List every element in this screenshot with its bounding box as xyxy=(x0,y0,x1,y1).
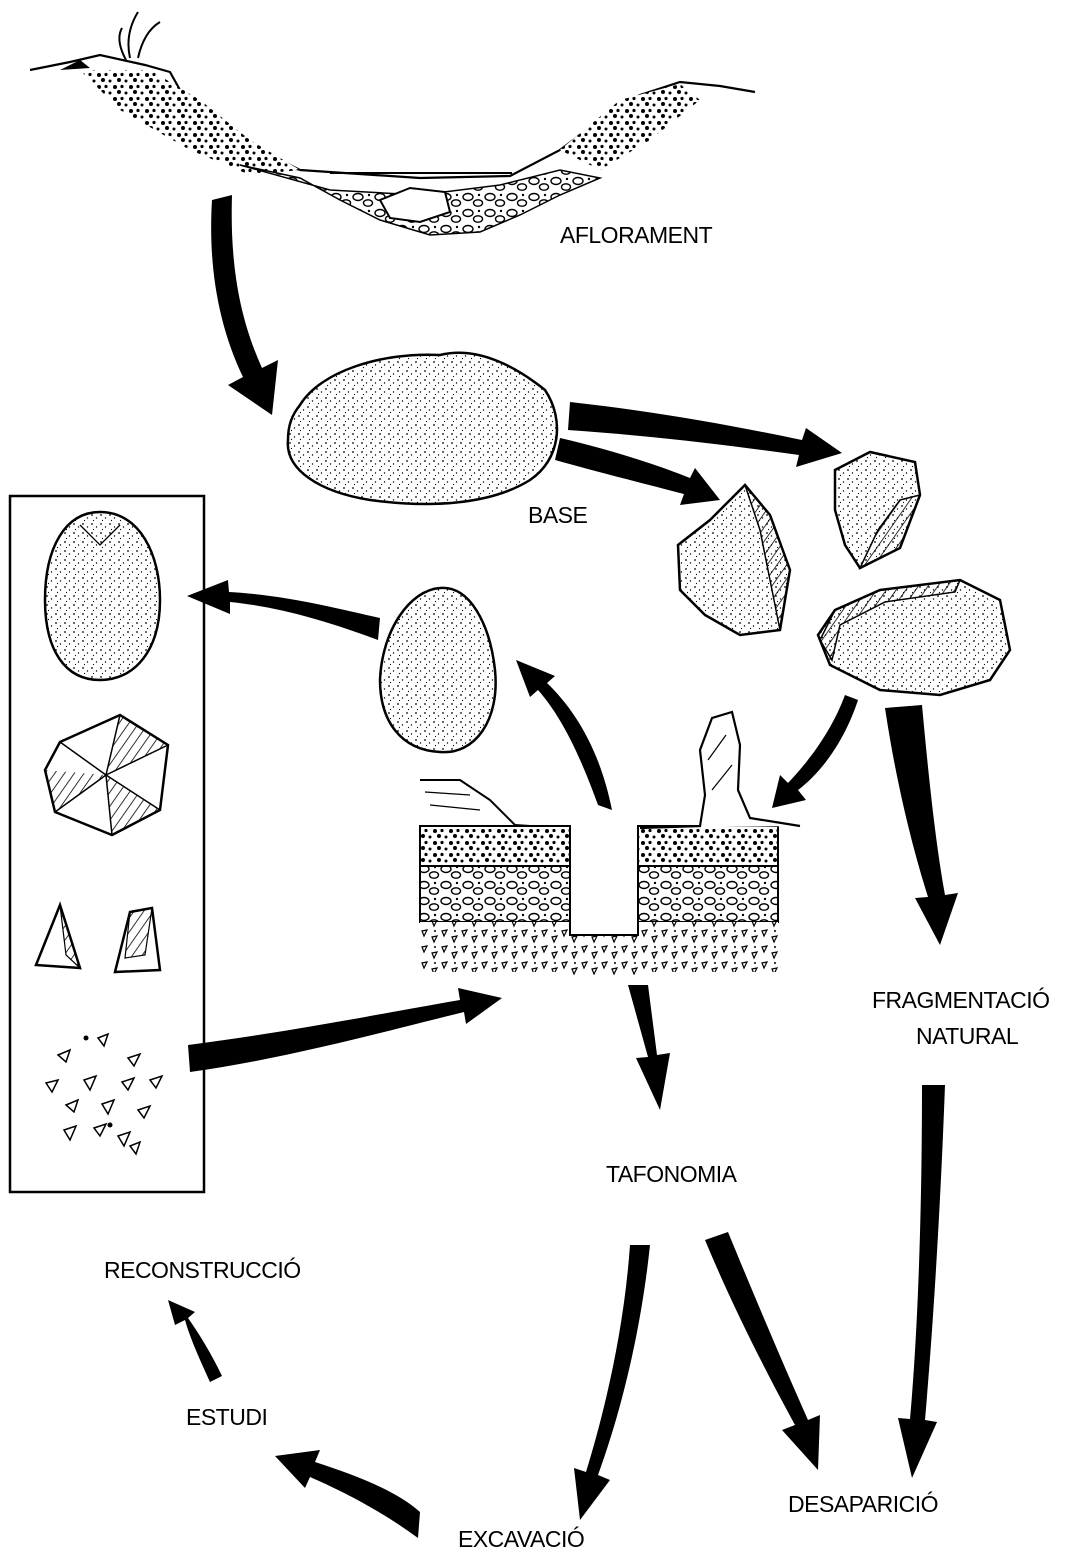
arrow-panel-to-excavation xyxy=(188,988,502,1072)
label-reconstruccio: RECONSTRUCCIÓ xyxy=(104,1257,301,1283)
panel-debris xyxy=(46,1034,162,1154)
label-aflorament: AFLORAMENT xyxy=(560,222,713,248)
pebble-tool xyxy=(380,588,496,752)
arrow-tafonomia-to-excavacio xyxy=(574,1245,650,1520)
base-nodule xyxy=(288,353,557,504)
label-excavacio: EXCAVACIÓ xyxy=(458,1526,584,1552)
fragment-large xyxy=(818,580,1010,695)
label-tafonomia: TAFONOMIA xyxy=(606,1161,738,1187)
fragment-small-top xyxy=(835,452,920,568)
reconstruction-panel xyxy=(10,496,204,1192)
fragment-middle xyxy=(678,485,790,635)
label-estudi: ESTUDI xyxy=(186,1404,267,1430)
panel-core xyxy=(45,715,168,835)
panel-flake-left xyxy=(36,905,80,968)
excavation-section xyxy=(420,712,800,975)
label-desaparicio: DESAPARICIÓ xyxy=(788,1491,938,1517)
label-fragmentacio-line2: NATURAL xyxy=(916,1023,1019,1049)
arrow-tafonomia-to-desaparicio xyxy=(705,1232,820,1470)
arrow-fragment-to-fragmentacio xyxy=(885,705,958,945)
arrow-estudi-to-reconstruccio xyxy=(168,1300,222,1382)
arrow-fragments-to-excavation xyxy=(772,695,858,808)
outcrop-illustration xyxy=(30,12,755,235)
arrow-outcrop-to-base xyxy=(211,195,278,415)
arrow-fragmentacio-to-desaparicio xyxy=(898,1085,945,1478)
arrow-pebble-to-panel xyxy=(187,580,380,640)
arrow-excavation-to-pebble xyxy=(516,660,612,810)
label-fragmentacio-line1: FRAGMENTACIÓ xyxy=(872,987,1050,1013)
arrow-base-to-fragment-middle xyxy=(555,438,720,505)
panel-flake-right xyxy=(115,908,160,972)
arrow-excavacio-to-estudi xyxy=(275,1450,420,1538)
panel-pebble xyxy=(45,512,160,680)
arrow-excavation-to-tafonomia xyxy=(628,985,670,1110)
label-base: BASE xyxy=(528,502,588,528)
